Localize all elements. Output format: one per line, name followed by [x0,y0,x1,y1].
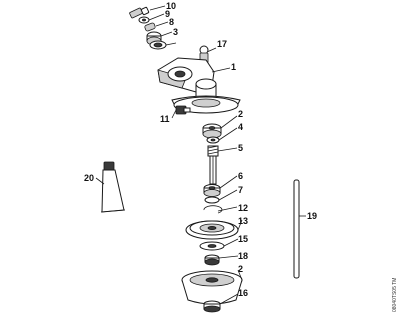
part-4-ring [206,136,220,144]
part-19-rod [293,179,300,279]
callout-11: 11 [160,114,170,124]
callout-10: 10 [166,1,176,11]
part-5-shaft [207,145,219,185]
callout-3a: 3 [173,27,178,37]
callout-20: 20 [84,173,94,183]
callout-2-lower: 2 [238,264,243,274]
callout-7: 7 [238,185,243,195]
callout-1: 1 [231,62,236,72]
callout-17: 17 [217,39,227,49]
part-18-nut [204,254,220,266]
callout-15: 15 [238,234,248,244]
callout-5: 5 [238,143,243,153]
part-6-bearing [203,184,221,197]
callout-2-upper: 2 [238,109,243,119]
callout-4: 4 [238,122,243,132]
part-8-plug [144,22,156,32]
callout-6: 6 [238,171,243,181]
callout-9: 9 [165,9,170,19]
part-16-nut [203,300,221,313]
part-10-screw [129,6,150,19]
callout-8: 8 [169,17,174,27]
part-12-circlip [203,205,223,214]
part-2-bearing [202,123,222,139]
leader-lines [95,5,306,305]
part-2-collar [181,270,243,305]
part-9-washer [138,16,150,24]
callout-13: 13 [238,216,248,226]
part-7-snap-ring [204,196,220,204]
document-code: 08040TS05 TM [392,278,398,312]
part-1-gear-housing [157,57,241,114]
part-13-thrust-plate [185,220,239,240]
callout-labels: 10 9 8 3 17 1 11 2 4 5 20 6 7 12 13 19 1… [84,1,317,298]
part-3-ring [149,40,167,50]
part-15-washer [199,241,225,251]
callout-19: 19 [307,211,317,221]
callout-16: 16 [238,288,248,298]
callout-12: 12 [238,203,248,213]
part-20-grease-tube [100,161,126,213]
callout-18: 18 [238,251,248,261]
